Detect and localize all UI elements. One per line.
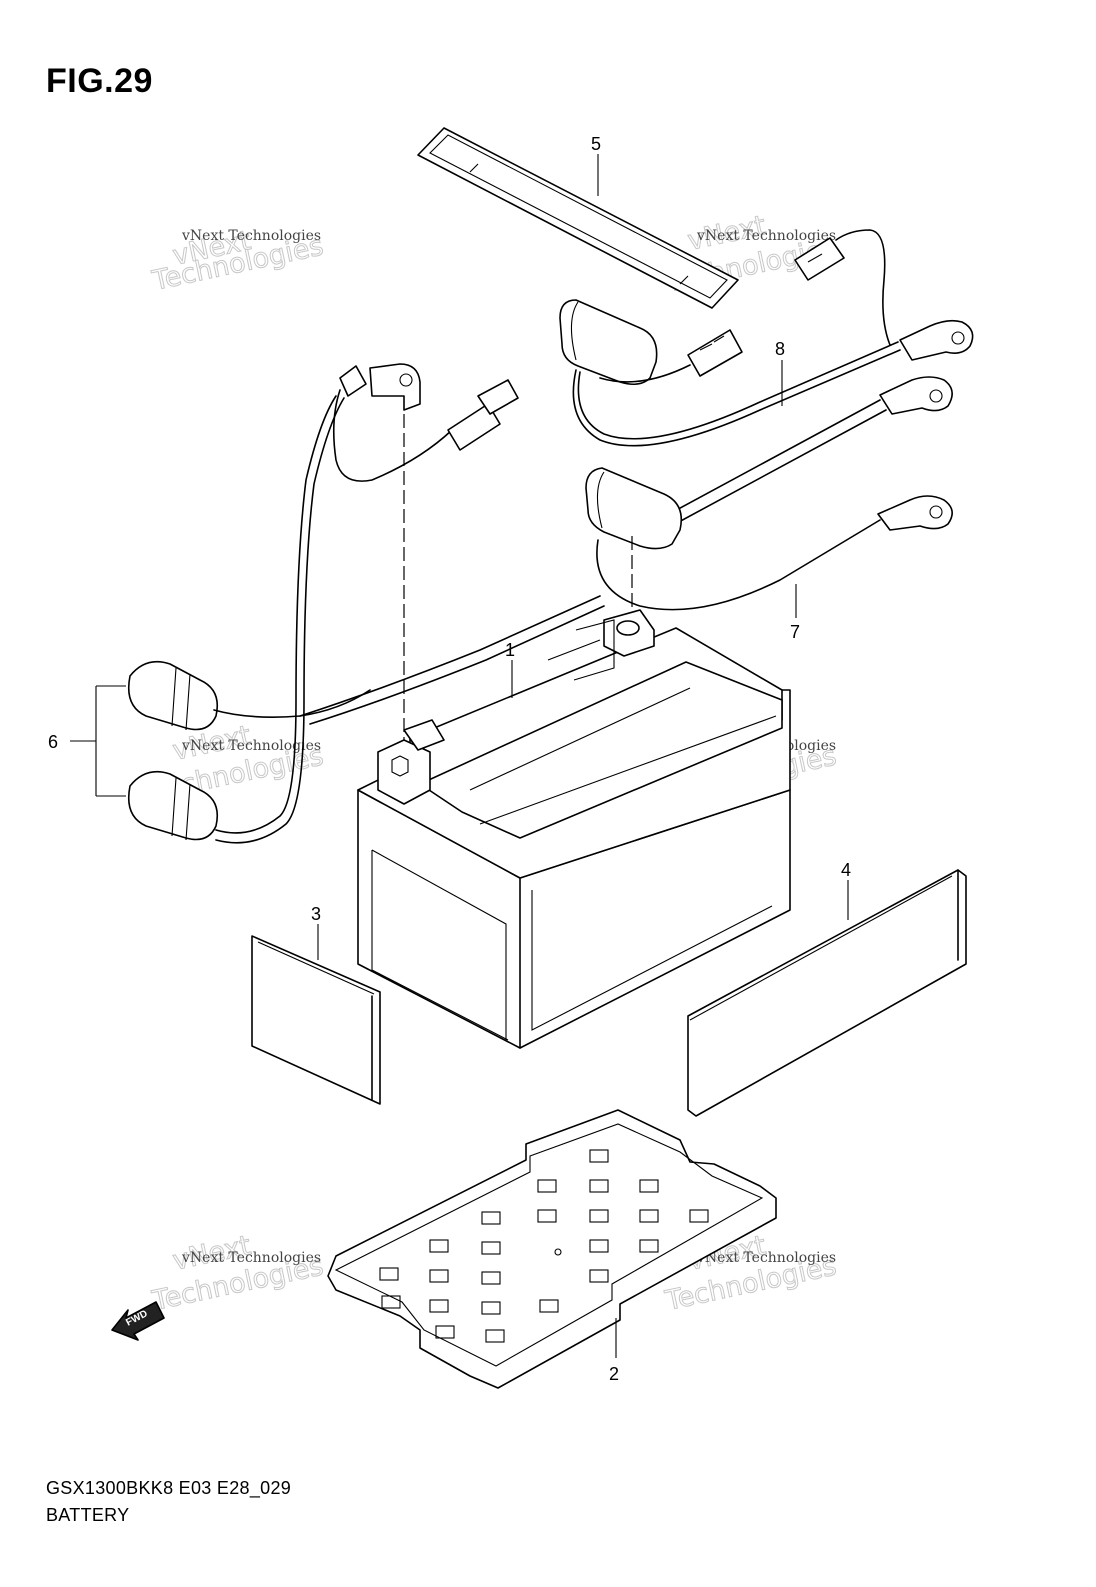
callout-1: 1 bbox=[505, 640, 515, 660]
svg-text:vNext Technologies: vNext Technologies bbox=[696, 1250, 836, 1266]
callout-group: 5 8 7 1 6 3 4 2 bbox=[48, 134, 851, 1384]
callout-5: 5 bbox=[591, 134, 601, 154]
part-terminal-caps bbox=[70, 595, 605, 841]
part-negative-lead bbox=[585, 467, 953, 611]
svg-text:vNext Technologies: vNext Technologies bbox=[696, 228, 836, 244]
watermark-5: vNext Technologies vNext Technologies bbox=[149, 1230, 327, 1318]
part-pad-small bbox=[251, 935, 381, 1105]
watermark-1: vNext Technologies vNext Technologies bbox=[149, 225, 327, 298]
svg-text:vNext Technologies: vNext Technologies bbox=[181, 738, 321, 754]
model-code: GSX1300BKK8 E03 E28_029 bbox=[46, 1478, 292, 1498]
callout-7: 7 bbox=[790, 622, 800, 642]
callout-6: 6 bbox=[48, 732, 58, 752]
figure-name: BATTERY bbox=[46, 1505, 130, 1525]
figure-title: FIG.29 bbox=[46, 62, 153, 100]
part-battery-tray bbox=[327, 1109, 777, 1389]
part-lead-middle bbox=[657, 376, 953, 531]
fwd-arrow[interactable]: FWD bbox=[111, 1301, 165, 1341]
part-battery bbox=[357, 609, 791, 1049]
part-battery-band bbox=[417, 127, 739, 309]
callout-8: 8 bbox=[775, 339, 785, 359]
callout-4: 4 bbox=[841, 860, 851, 880]
part-left-harness bbox=[215, 363, 519, 844]
part-pad-large bbox=[687, 869, 967, 1117]
callout-3: 3 bbox=[311, 904, 321, 924]
svg-text:vNext Technologies: vNext Technologies bbox=[181, 228, 321, 244]
svg-text:vNext Technologies: vNext Technologies bbox=[181, 1250, 321, 1266]
callout-2: 2 bbox=[609, 1364, 619, 1384]
part-positive-lead bbox=[559, 229, 974, 447]
tray-slot-grid bbox=[379, 1149, 709, 1343]
